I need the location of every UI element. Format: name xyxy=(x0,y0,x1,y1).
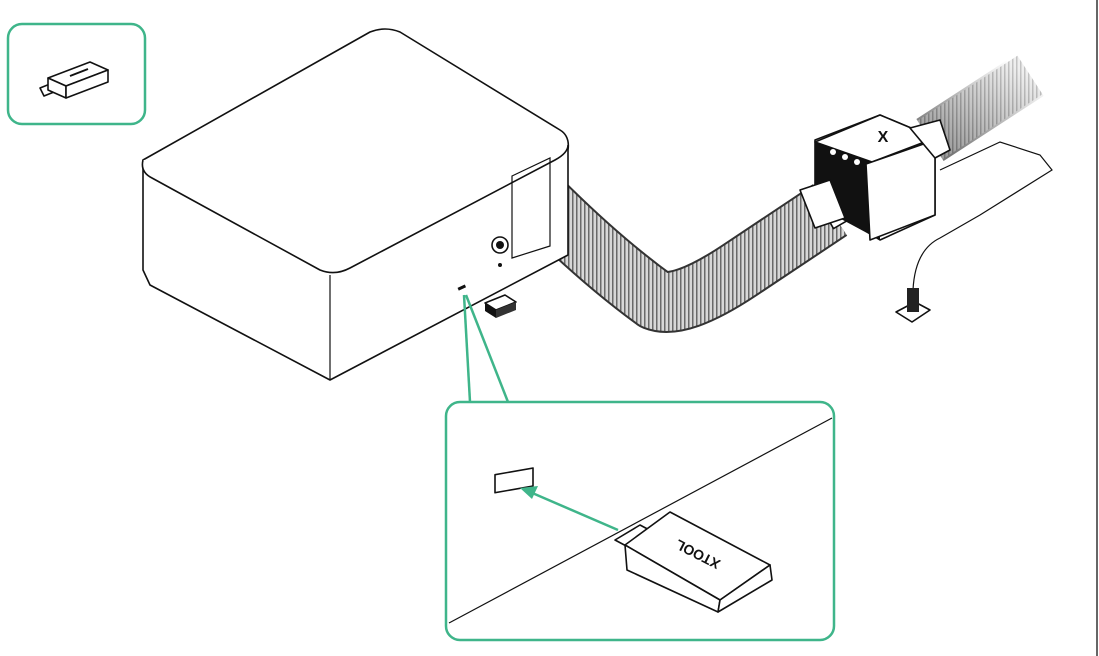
fan-logo: X xyxy=(878,129,889,146)
usb-port-detail xyxy=(494,467,534,494)
power-cable xyxy=(912,141,1053,300)
usb-dongle-icon xyxy=(39,61,109,99)
port-detail-callout: XTOOL xyxy=(444,400,836,642)
laser-enclosure xyxy=(141,28,570,381)
enclosure-edge xyxy=(448,417,833,624)
arrow-icon xyxy=(520,486,619,532)
usb-port xyxy=(457,284,467,291)
dongle-inset xyxy=(6,22,147,126)
callout-leader xyxy=(462,294,510,403)
flexible-duct-hose xyxy=(518,178,848,333)
usb-dongle-icon: XTOOL xyxy=(614,511,773,613)
inline-fan: X xyxy=(799,114,951,241)
cable-connector xyxy=(907,288,919,312)
usb-dongle-small xyxy=(484,294,517,318)
